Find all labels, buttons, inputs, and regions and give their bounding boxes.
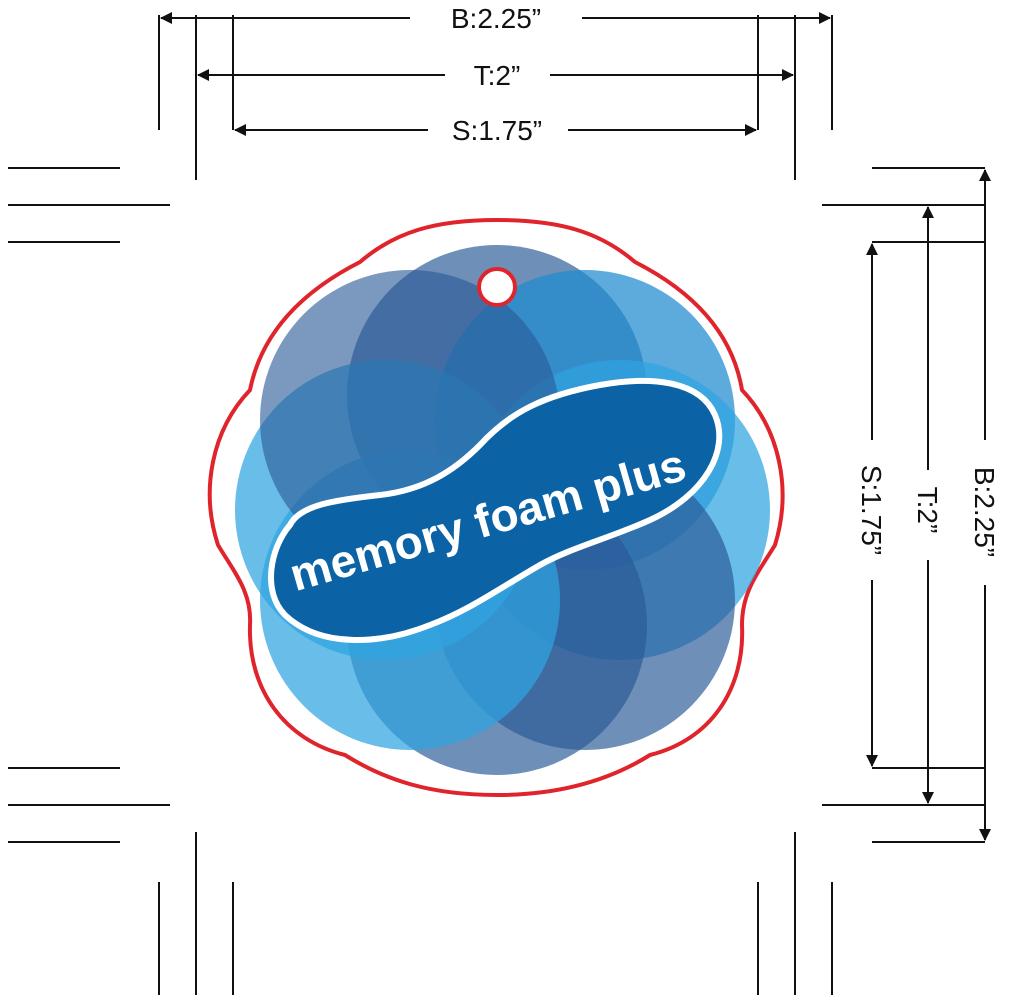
hang-hole [477,267,517,307]
bottom-crop-marks [158,832,833,995]
hang-tag: memory foam plus [207,217,785,798]
vertical-trim-dimension: T:2” [912,206,943,804]
vertical-trim-label: T:2” [912,487,943,534]
right-dimension-guides [822,167,985,843]
horizontal-safe-label: S:1.75” [452,115,542,146]
top-dimension-guides [158,15,833,180]
left-crop-marks [8,167,170,843]
horizontal-bleed-label: B:2.25” [451,3,541,34]
vertical-bleed-label: B:2.25” [969,467,1000,557]
horizontal-safe-dimension: S:1.75” [234,115,757,146]
horizontal-trim-label: T:2” [474,60,521,91]
horizontal-bleed-dimension: B:2.25” [160,3,831,34]
insole-shape [268,377,723,643]
horizontal-trim-dimension: T:2” [197,60,794,91]
vertical-safe-label: S:1.75” [856,465,887,555]
vertical-bleed-dimension: B:2.25” [969,169,1000,841]
vertical-safe-dimension: S:1.75” [856,243,887,767]
